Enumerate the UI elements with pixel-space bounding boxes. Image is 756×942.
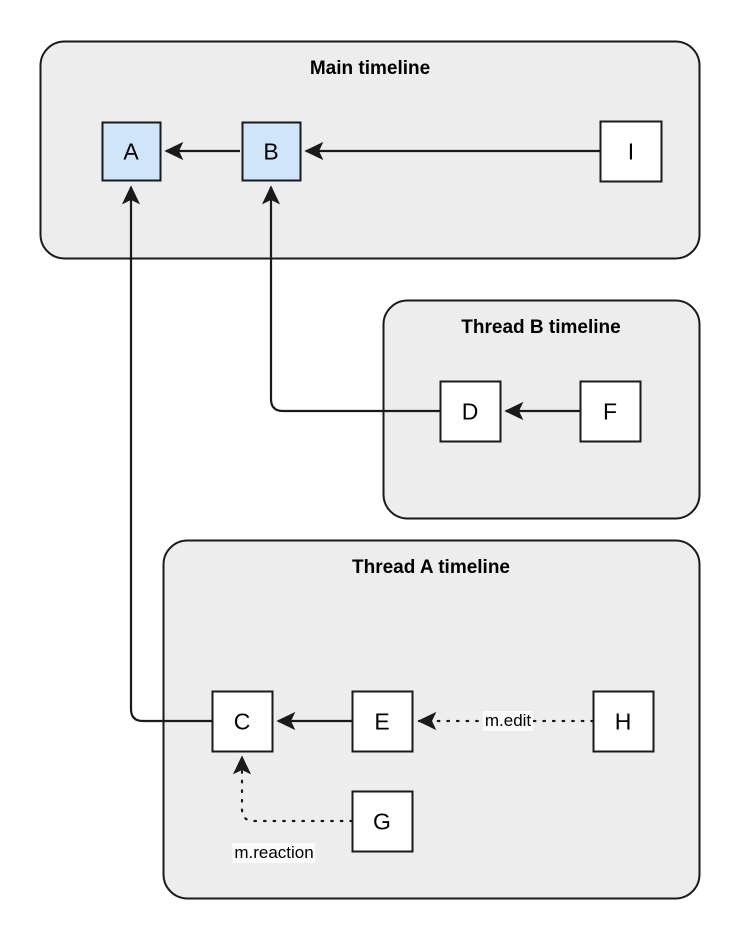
edge-d-to-b xyxy=(261,185,440,413)
group-title-main-timeline: Main timeline xyxy=(309,58,431,79)
node-label-c: C xyxy=(233,708,251,735)
node-c[interactable] xyxy=(211,690,274,753)
node-label-b: B xyxy=(263,138,279,165)
node-label-d: D xyxy=(461,398,479,425)
node-label-i: I xyxy=(627,138,635,165)
edge-label-m-reaction: m.reaction xyxy=(232,843,316,863)
edge-label-m-edit: m.edit xyxy=(482,711,534,731)
node-d[interactable] xyxy=(439,380,502,443)
group-title-thread-b-timeline: Thread B timeline xyxy=(461,317,621,338)
edge-c-to-a xyxy=(121,185,212,723)
node-e[interactable] xyxy=(351,690,414,753)
group-thread-b-timeline xyxy=(382,299,701,520)
node-b[interactable] xyxy=(241,121,302,182)
node-label-e: E xyxy=(374,708,390,735)
node-label-h: H xyxy=(614,708,632,735)
node-label-a: A xyxy=(123,138,139,165)
node-label-g: G xyxy=(373,808,391,835)
node-f[interactable] xyxy=(579,380,642,443)
node-i[interactable] xyxy=(599,120,663,183)
node-label-f: F xyxy=(602,398,618,425)
node-a[interactable] xyxy=(101,121,162,182)
node-h[interactable] xyxy=(592,690,655,753)
group-title-thread-a-timeline: Thread A timeline xyxy=(351,557,511,578)
edge-g-to-c xyxy=(232,755,354,823)
node-g[interactable] xyxy=(351,790,414,853)
